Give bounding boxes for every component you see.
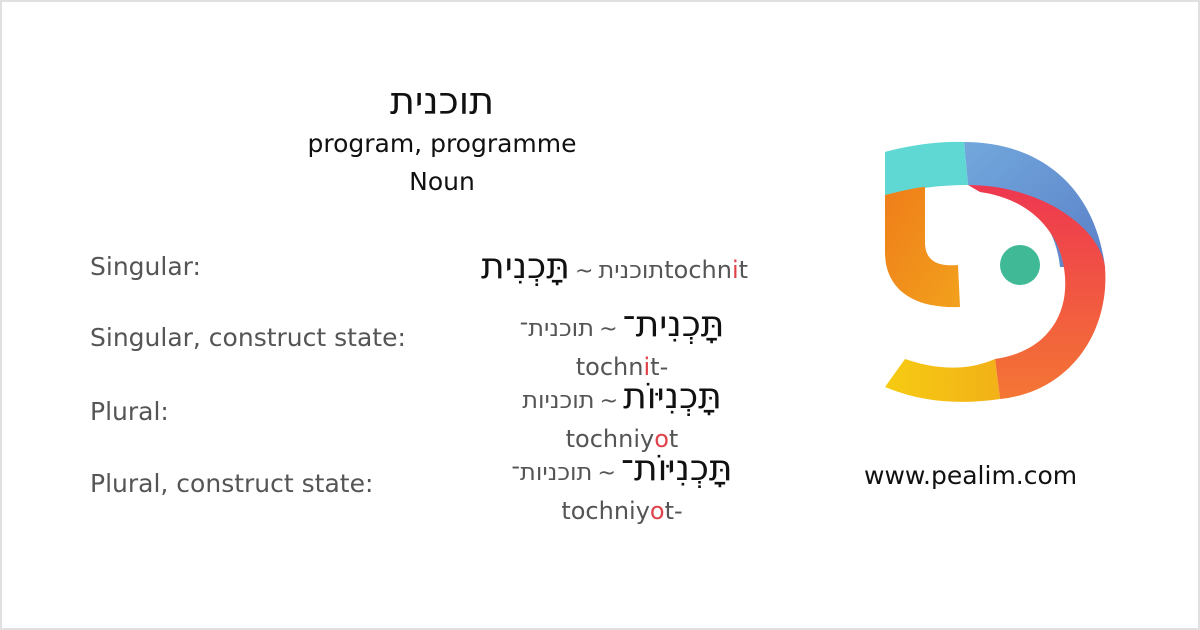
label-plural-construct: Plural, construct state: — [90, 469, 374, 498]
label-plural: Plural: — [90, 397, 169, 426]
plain-spelling: תוכניות־ — [511, 458, 593, 486]
niqqud-spelling: תָּכְנִיּוֹת — [623, 376, 722, 417]
label-singular: Singular: — [90, 252, 201, 281]
site-url: www.pealim.com — [864, 461, 1078, 490]
stressed-vowel: i — [643, 353, 651, 381]
headword-meaning: program, programme — [307, 129, 577, 158]
form-singular-construct: תָּכְנִית־ ~ תוכנית־ tochnit- — [422, 302, 822, 382]
transliteration: tochniyot — [565, 425, 679, 453]
plain-spelling: תוכנית־ — [519, 314, 594, 342]
pealim-logo-icon — [885, 141, 1106, 402]
stressed-vowel: i — [731, 256, 739, 284]
form-plural: תָּכְנִיּוֹת ~ תוכניות tochniyot — [422, 374, 822, 454]
stressed-vowel: o — [654, 425, 669, 453]
plain-spelling: תוכניות — [522, 386, 595, 414]
separator: ~ — [599, 317, 618, 342]
transliteration: tochnit — [664, 256, 749, 284]
label-singular-construct: Singular, construct state: — [90, 323, 406, 352]
headword-hebrew: תוכנית — [389, 79, 495, 123]
niqqud-spelling: תָּכְנִית־ — [622, 304, 725, 345]
transliteration: tochnit- — [575, 353, 669, 381]
plain-spelling: תוכנית — [598, 256, 665, 284]
transliteration: tochniyot- — [561, 497, 683, 525]
separator: ~ — [574, 259, 594, 284]
part-of-speech: Noun — [409, 167, 475, 196]
separator: ~ — [597, 461, 616, 486]
form-singular: תוכנית ~ תָּכְנִית tochnit — [412, 242, 812, 298]
niqqud-spelling: תָּכְנִית — [481, 246, 570, 287]
stressed-vowel: o — [649, 497, 665, 525]
form-plural-construct: תָּכְנִיּוֹת־ ~ תוכניות־ tochniyot- — [422, 446, 822, 526]
niqqud-spelling: תָּכְנִיּוֹת־ — [620, 448, 733, 489]
separator: ~ — [599, 389, 619, 414]
